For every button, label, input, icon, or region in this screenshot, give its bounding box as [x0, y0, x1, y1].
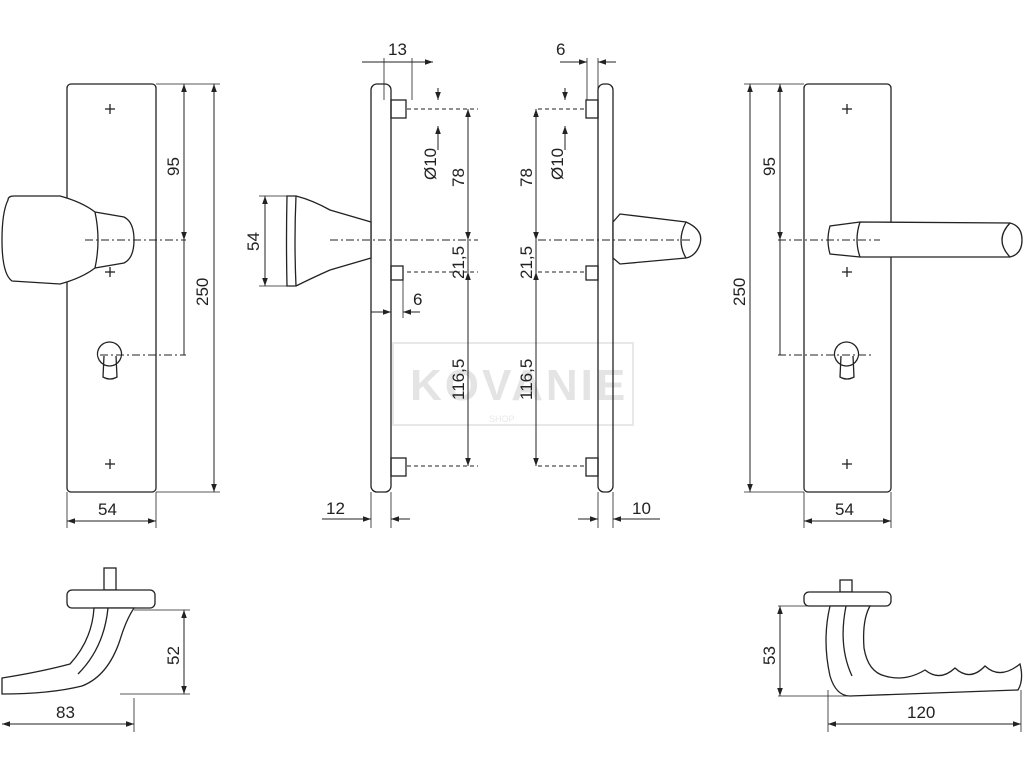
- top-view-knob: 52 83: [1, 567, 190, 732]
- knob-profile: [285, 195, 372, 287]
- dim-height: 53: [760, 646, 779, 665]
- screw-mark: [105, 459, 115, 469]
- dim-knob-size: 54: [244, 232, 263, 251]
- front-view-knob: 250 95 54: [1, 83, 220, 528]
- screw-mark: [842, 104, 852, 114]
- screw-mark: [842, 267, 852, 277]
- lever-profile: [612, 213, 702, 265]
- dim-hole: Ø10: [421, 148, 440, 180]
- dim-upper: 78: [449, 168, 468, 187]
- side-view-knob: 13 Ø10 78 21,5 116,5 54 6 12: [244, 40, 478, 528]
- dim-thickness: 12: [326, 499, 345, 518]
- dim-pin-offset: 6: [556, 40, 565, 59]
- screw-mark: [105, 104, 115, 114]
- dim-hole: Ø10: [548, 148, 567, 180]
- dim-lower: 116,5: [517, 359, 536, 400]
- dim-width: 54: [98, 500, 117, 519]
- front-view-lever: 250 95 54: [730, 83, 1023, 528]
- dim-width: 54: [835, 500, 854, 519]
- dim-lower: 116,5: [449, 359, 468, 400]
- dim-center: 95: [760, 157, 779, 176]
- keyhole: [96, 341, 123, 380]
- dim-height: 250: [730, 278, 749, 306]
- dim-spindle: 21,5: [449, 246, 468, 279]
- dim-spindle: 21,5: [517, 246, 536, 279]
- dim-height: 52: [164, 646, 183, 665]
- dim-height: 250: [193, 278, 212, 306]
- knob: [1, 195, 135, 285]
- top-view-lever: 53 120: [760, 579, 1023, 732]
- svg-text:KOVANIE: KOVANIE: [410, 361, 628, 410]
- dim-pin-offset: 13: [388, 40, 407, 59]
- lever: [827, 221, 1023, 258]
- screw-mark: [842, 459, 852, 469]
- dim-length: 120: [907, 703, 935, 722]
- side-view-lever: 6 Ø10 78 21,5 116,5 10: [517, 40, 702, 528]
- watermark: KOVANIE SHOP: [392, 342, 634, 426]
- svg-text:SHOP: SHOP: [489, 414, 515, 424]
- dim-center: 95: [164, 157, 183, 176]
- keyhole: [833, 341, 860, 380]
- dim-pin: 6: [413, 290, 422, 309]
- dim-thickness: 10: [632, 499, 651, 518]
- screw-mark: [105, 267, 115, 277]
- dim-length: 83: [56, 703, 75, 722]
- dim-upper: 78: [517, 168, 536, 187]
